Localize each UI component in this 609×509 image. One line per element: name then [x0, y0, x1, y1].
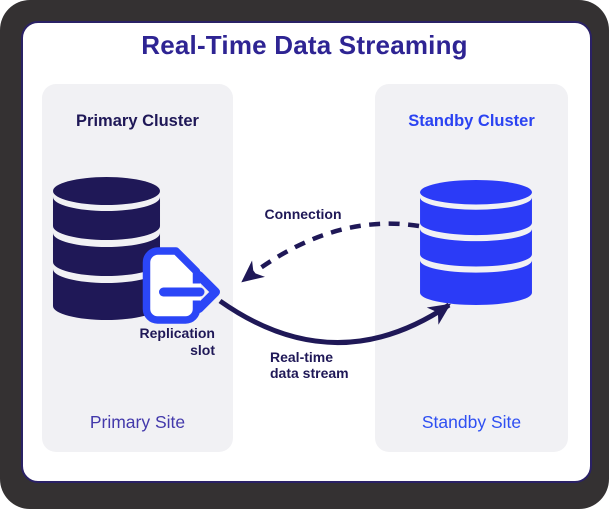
standby-site-panel: Standby Cluster Standby Site [375, 84, 568, 452]
primary-cluster-label: Primary Cluster [76, 112, 199, 130]
standby-database-icon [420, 180, 532, 305]
primary-site-label: Primary Site [89, 412, 186, 432]
data-stream-label-line1: Real-time [270, 349, 334, 365]
replication-slot-label-line1: Replication [139, 325, 215, 341]
connection-label: Connection [264, 206, 342, 222]
data-stream-label-line2: data stream [270, 365, 349, 381]
diagram-title: Real-Time Data Streaming [141, 30, 468, 60]
replication-slot-label: Replication slot [115, 325, 215, 359]
data-stream-label: Real-time data stream [270, 349, 349, 381]
replication-slot-icon [142, 247, 220, 324]
standby-cluster-label: Standby Cluster [408, 112, 535, 130]
primary-database-icon [52, 177, 161, 320]
standby-site-label: Standby Site [421, 412, 522, 432]
replication-slot-label-line2: slot [190, 342, 215, 358]
